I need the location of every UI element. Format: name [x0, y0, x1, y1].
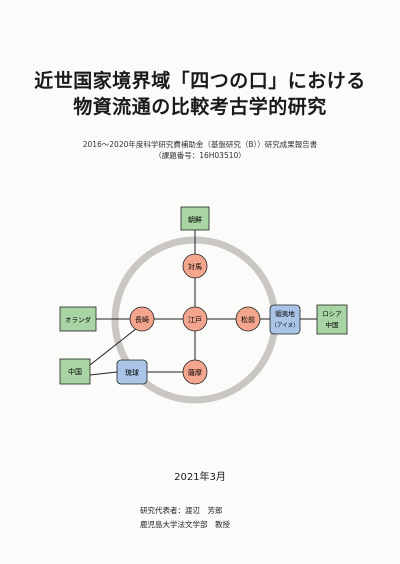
- label-ezochi: 蝦夷地: [275, 309, 295, 318]
- publication-date: 2021年3月: [174, 472, 226, 483]
- line-chugoku-nagasaki: [89, 327, 138, 366]
- label-russia: ロシア: [322, 310, 342, 318]
- label-edo: 江戸: [188, 316, 202, 324]
- box-russia-china: ロシア 中国: [316, 304, 348, 335]
- title-line-2: 物資流通の比較考古学的研究: [73, 96, 327, 118]
- subtitle-line-1: 2016～2020年度科学研究費補助金（基盤研究（B））研究成果報告書: [82, 140, 318, 149]
- label-ryukyu: 琉球: [125, 368, 139, 377]
- subtitle-line-2: （課題番号：16H03510）: [154, 151, 246, 160]
- line-chugoku-ryukyu: [89, 371, 118, 376]
- label-ainu: （アイヌ）: [271, 322, 298, 329]
- node-nagasaki: 長崎: [129, 306, 155, 332]
- box-chugoku: 中国: [59, 358, 91, 385]
- label-oranda: オランダ: [65, 315, 92, 324]
- label-satsuma: 薩摩: [188, 368, 202, 377]
- box-chosen: 朝鮮: [180, 206, 210, 231]
- label-matsumae: 松前: [241, 315, 255, 324]
- node-satsuma: 薩摩: [182, 359, 208, 385]
- label-china-2: 中国: [326, 320, 339, 329]
- box-oranda: オランダ: [59, 306, 97, 332]
- title-line-1: 近世国家境界域「四つの口」における: [34, 70, 366, 92]
- affiliation: 鹿児島大学法文学部 教授: [140, 520, 230, 529]
- label-nagasaki: 長崎: [135, 315, 149, 324]
- label-chugoku: 中国: [68, 367, 82, 376]
- label-chosen: 朝鮮: [188, 215, 202, 224]
- label-tsushima: 対馬: [188, 262, 202, 271]
- box-ezochi: 蝦夷地 （アイヌ）: [269, 304, 301, 335]
- principal-investigator: 研究代表者：渡辺 芳郎: [140, 506, 223, 515]
- node-matsumae: 松前: [235, 306, 261, 332]
- box-ryukyu: 琉球: [116, 359, 148, 385]
- node-edo: 江戸: [182, 306, 208, 332]
- node-tsushima: 対馬: [182, 253, 208, 279]
